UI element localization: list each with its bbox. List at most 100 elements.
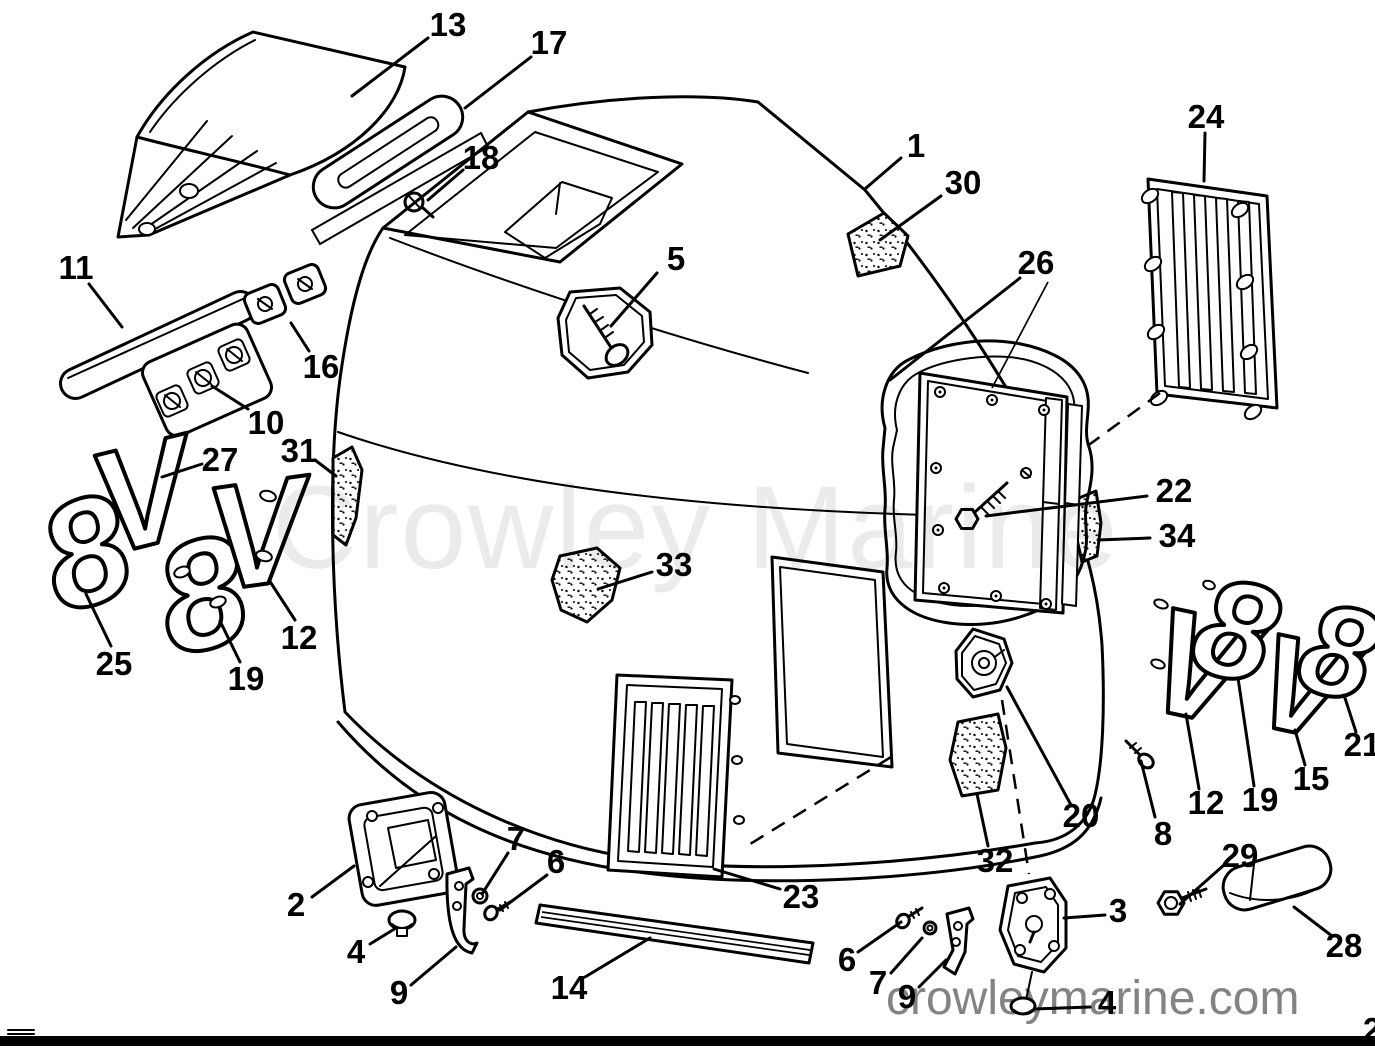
leader-line-19 [1236, 676, 1256, 788]
leader-line-25 [84, 592, 113, 648]
leader-line-29 [1178, 863, 1226, 906]
cover-window-recess [770, 555, 894, 769]
leader-line-7 [889, 936, 924, 975]
leader-line-23 [712, 867, 782, 891]
callout-3: 3 [1109, 892, 1127, 929]
callout-4: 4 [1098, 984, 1117, 1021]
leader-line-7 [480, 851, 510, 896]
callout-2: 2 [1363, 1011, 1375, 1048]
leader-line-22 [984, 494, 1149, 518]
pad-30 [846, 211, 910, 278]
top-cover-panel [116, 30, 407, 239]
access-panel-assembly [880, 339, 1094, 626]
leader-line-12 [267, 578, 297, 622]
callout-25: 25 [96, 645, 133, 682]
callout-13: 13 [430, 6, 467, 43]
callout-2: 2 [287, 886, 305, 923]
callout-34: 34 [1159, 517, 1196, 554]
watermark-center: Crowley Marine [272, 462, 1120, 594]
dashed-connector [1085, 391, 1161, 449]
front-grille-23 [606, 673, 745, 879]
leader-line-20 [1005, 685, 1073, 807]
bottom-rule [0, 1036, 1375, 1046]
leader-line-6 [856, 920, 903, 954]
washer-7-right [922, 920, 938, 936]
leader-line-4 [1032, 1005, 1092, 1011]
callout-23: 23 [783, 878, 820, 915]
screw-18 [403, 191, 435, 219]
callout-28: 28 [1326, 927, 1363, 964]
callout-17: 17 [531, 24, 568, 61]
callout-26: 26 [1018, 244, 1055, 281]
pad-33 [550, 546, 622, 624]
leader-line-30 [878, 194, 943, 242]
leader-line-11 [87, 282, 124, 329]
leader-line-24 [1202, 131, 1207, 183]
leader-line-8 [1139, 759, 1157, 819]
watermark-bottom: crowleymarine.com [886, 972, 1299, 1025]
emblem-clip-16 [242, 263, 328, 325]
dashed-connector [1000, 699, 1031, 875]
leader-line-9 [409, 945, 458, 987]
latch-2 [347, 790, 460, 907]
callout-21: 21 [1344, 726, 1375, 763]
cover-tab [179, 183, 199, 199]
leader-line-10 [210, 384, 250, 411]
callout-22: 22 [1156, 472, 1193, 509]
leader-line-15 [1293, 728, 1307, 767]
seal-strip-14 [534, 903, 815, 965]
leader-line-5 [609, 271, 659, 328]
leader-line-34 [1096, 536, 1152, 542]
callout-8: 8 [1154, 815, 1172, 852]
leader-line-16 [289, 321, 311, 353]
callout-20: 20 [1063, 797, 1100, 834]
cover-tab [138, 222, 156, 236]
screw-6-right [895, 906, 924, 930]
bracket-9-left [445, 866, 479, 955]
rear-grille-24 [1140, 177, 1279, 421]
leader-line-19 [218, 619, 242, 664]
bolt-29 [1156, 887, 1208, 916]
callout-27: 27 [202, 441, 239, 478]
dashed-connector [746, 755, 892, 848]
callout-18: 18 [463, 139, 500, 176]
callout-6: 6 [838, 941, 856, 978]
callout-19: 19 [1242, 781, 1279, 818]
grommet-4-left [387, 909, 417, 937]
leader-line-17 [463, 55, 533, 110]
leader-line-4 [368, 926, 398, 946]
callout-29: 29 [1222, 837, 1259, 874]
callout-30: 30 [945, 164, 982, 201]
cover-top-recess [381, 110, 684, 264]
callout-7: 7 [869, 964, 887, 1001]
mount-5 [556, 286, 654, 380]
leader-line-3 [1062, 913, 1107, 920]
callout-14: 14 [551, 969, 588, 1006]
callout-7: 7 [507, 820, 525, 857]
leader-line-13 [350, 36, 430, 98]
latch-boss-20 [954, 627, 1014, 699]
connector-lines [746, 281, 1161, 875]
callout-19: 19 [228, 660, 265, 697]
access-panel-plate [913, 371, 1069, 615]
callout-11: 11 [59, 249, 94, 286]
callout-12: 12 [1188, 784, 1225, 821]
callout-9: 9 [898, 978, 916, 1015]
grommet-4-right [1009, 996, 1037, 1016]
callout-24: 24 [1188, 98, 1225, 135]
leader-line-1 [864, 156, 903, 190]
pad-31 [331, 445, 364, 547]
leader-line-6 [498, 873, 549, 912]
callout-15: 15 [1293, 760, 1330, 797]
leader-line-2 [310, 864, 356, 899]
callout-1: 1 [907, 127, 925, 164]
pad-32 [948, 712, 1008, 798]
bolt-22 [954, 481, 1009, 530]
leader-line-21 [1342, 693, 1358, 734]
callout-12: 12 [281, 619, 318, 656]
callout-6: 6 [547, 843, 565, 880]
callout-5: 5 [667, 240, 685, 277]
